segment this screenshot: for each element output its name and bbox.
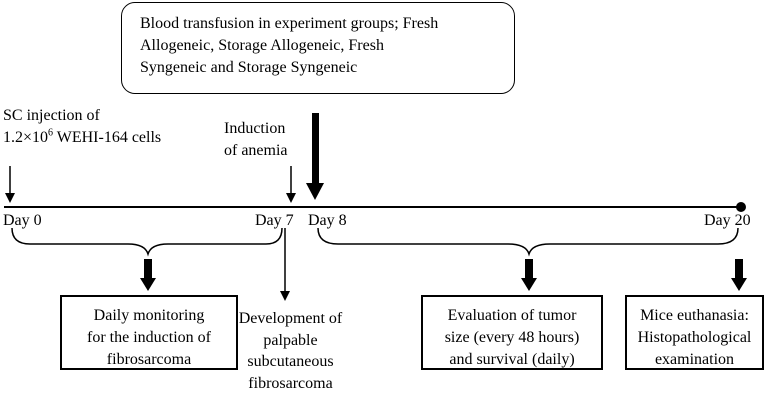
brace-day0-day7 bbox=[11, 227, 283, 257]
timeline-end-dot bbox=[736, 202, 746, 212]
euthanasia-arrow bbox=[731, 259, 747, 291]
anemia-line-1: Induction bbox=[224, 120, 286, 137]
development-arrow bbox=[280, 228, 290, 301]
sc-injection-line-2: 1.2×106 WEHI-164 cells bbox=[3, 127, 162, 146]
day0-arrow bbox=[5, 166, 15, 203]
development-line-4: fibrosarcoma bbox=[248, 374, 333, 392]
monitoring-line-3: fibrosarcoma bbox=[106, 351, 192, 368]
transfusion-arrow bbox=[306, 113, 324, 200]
day-8-label: Day 8 bbox=[308, 212, 347, 229]
transfusion-box: Blood transfusion in experiment groups; … bbox=[121, 2, 515, 94]
evaluation-line-1: Evaluation of tumor bbox=[447, 307, 577, 324]
brace-day8-day20 bbox=[317, 227, 739, 257]
development-line-2: palpable bbox=[263, 331, 318, 349]
euthanasia-line-1: Mice euthanasia: bbox=[640, 307, 749, 324]
monitoring-line-1: Daily monitoring bbox=[93, 307, 205, 324]
euthanasia-line-2: Histopathological bbox=[637, 329, 752, 346]
day-7-label: Day 7 bbox=[255, 212, 294, 229]
development-line-1: Development of bbox=[238, 310, 343, 327]
transfusion-line-2: Allogeneic, Storage Allogeneic, Fresh bbox=[140, 37, 384, 54]
anemia-line-2: of anemia bbox=[224, 142, 288, 159]
sc-injection-label: SC injection of 1.2×106 WEHI-164 cells bbox=[3, 105, 161, 149]
anemia-label: Induction of anemia bbox=[224, 118, 288, 162]
evaluation-line-2: size (every 48 hours) bbox=[444, 329, 580, 346]
evaluation-arrow bbox=[521, 259, 537, 291]
euthanasia-line-3: examination bbox=[654, 351, 735, 368]
monitoring-arrow bbox=[140, 259, 156, 291]
day-0-label: Day 0 bbox=[3, 212, 42, 229]
monitoring-line-2: for the induction of bbox=[87, 329, 211, 346]
evaluation-box: Evaluation of tumor size (every 48 hours… bbox=[421, 295, 603, 370]
day-20-label: Day 20 bbox=[704, 212, 751, 229]
euthanasia-box: Mice euthanasia: Histopathological exami… bbox=[625, 295, 764, 370]
evaluation-line-3: and survival (daily) bbox=[449, 351, 575, 368]
development-line-3: subcutaneous bbox=[247, 353, 334, 370]
development-label: Development of palpable subcutaneous fib… bbox=[233, 308, 348, 394]
transfusion-line-3: Syngeneic and Storage Syngeneic bbox=[140, 59, 358, 76]
day7-arrow bbox=[286, 166, 296, 203]
sc-injection-line-1: SC injection of bbox=[3, 107, 100, 124]
monitoring-box: Daily monitoring for the induction of fi… bbox=[60, 295, 238, 370]
transfusion-line-1: Blood transfusion in experiment groups; … bbox=[140, 15, 439, 32]
